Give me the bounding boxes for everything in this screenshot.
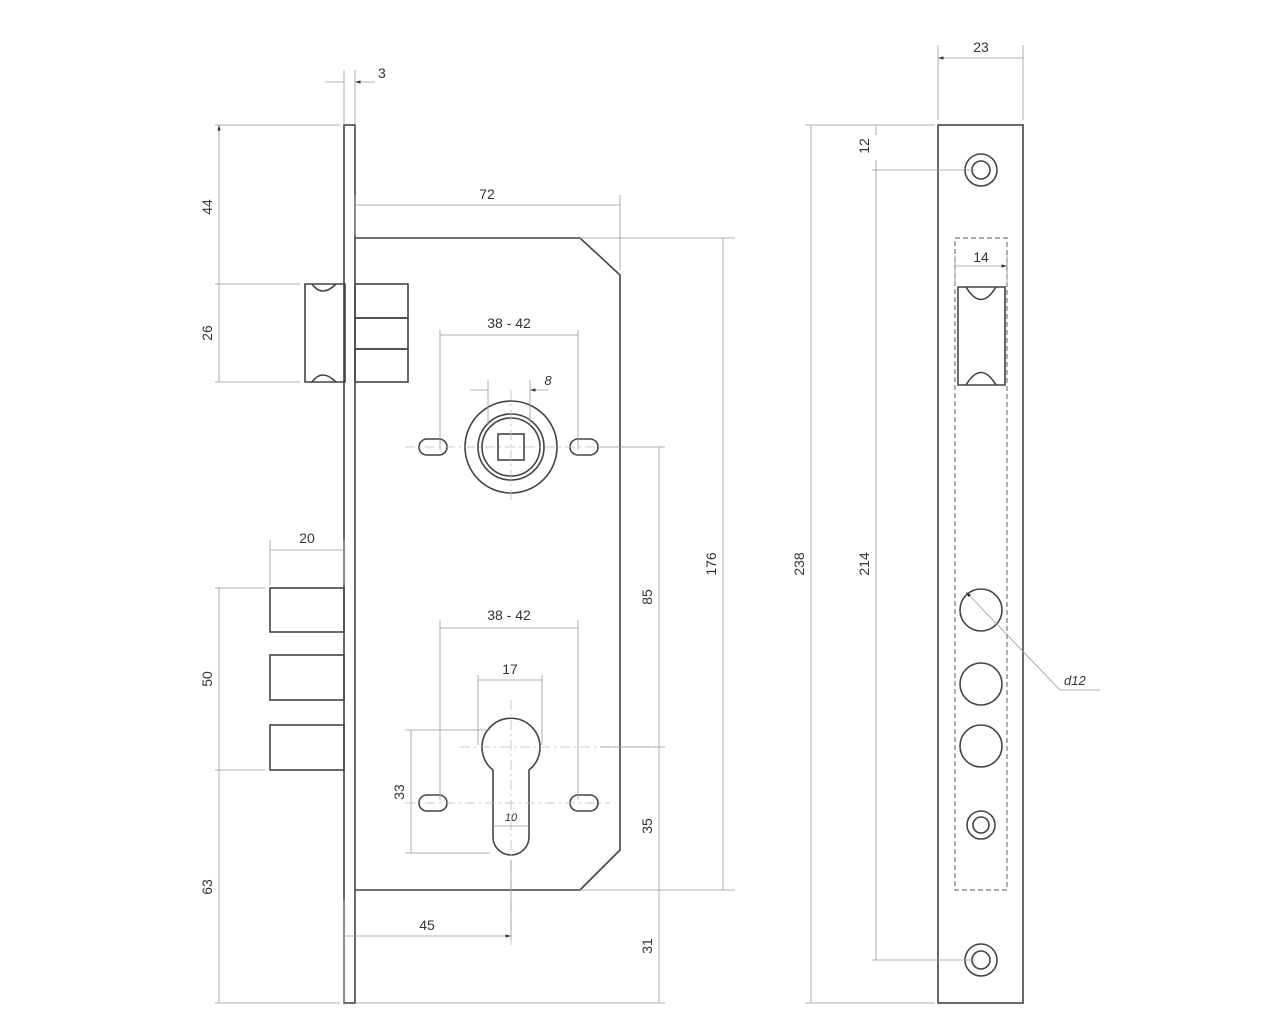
- latch-window: [957, 286, 1006, 386]
- dim-screw-spacing: 214: [856, 552, 872, 576]
- body-outline-hidden: [954, 237, 1008, 891]
- front-dimensions: 3 44 26 72 38 - 42 8 176 85 20 50 38 - 4…: [199, 65, 735, 1005]
- dim-body-depth: 72: [479, 186, 495, 202]
- dim-cylinder-height: 33: [391, 784, 407, 800]
- dim-cylinder-holes-spacing: 38 - 42: [487, 607, 531, 623]
- faceplate-side: [343, 124, 356, 1004]
- dim-deadbolt-throw: 20: [299, 530, 315, 546]
- deadbolts: [269, 587, 345, 771]
- deadbolt-hole-2: [959, 662, 1003, 706]
- front-view: [269, 124, 660, 1004]
- dim-cylinder-width: 17: [502, 661, 518, 677]
- faceplate-dimensions: 23 12 14 238 214 d12: [791, 39, 1100, 1004]
- deadbolt-hole-1: [959, 588, 1003, 632]
- dim-body-height: 176: [703, 552, 719, 576]
- dim-latch-window: 14: [973, 249, 989, 265]
- dim-spindle-square: 8: [544, 373, 552, 388]
- dim-handle-to-cylinder: 85: [639, 589, 655, 605]
- dim-deadbolt-height: 50: [199, 671, 215, 687]
- dim-handle-holes-spacing: 38 - 42: [487, 315, 531, 331]
- latch-bolt: [304, 283, 409, 383]
- dim-backset: 45: [419, 917, 435, 933]
- dim-bottom-margin: 63: [199, 879, 215, 895]
- dim-screw-offset: 12: [856, 138, 872, 154]
- dim-faceplate-length: 238: [791, 552, 807, 576]
- dim-top-to-latch: 44: [199, 199, 215, 215]
- dim-cylinder-to-bottom: 35: [639, 818, 655, 834]
- dim-faceplate-thickness: 3: [378, 65, 386, 81]
- dim-cylinder-slot: 10: [505, 812, 518, 824]
- lock-body: [355, 237, 621, 891]
- deadbolt-hole-3: [959, 724, 1003, 768]
- dim-latch-height: 26: [199, 325, 215, 341]
- dim-bolt-hole-diameter: d12: [1064, 673, 1086, 688]
- screw-hole-middle: [966, 810, 996, 840]
- dim-body-to-plate-end: 31: [639, 938, 655, 954]
- dim-faceplate-width: 23: [973, 39, 989, 55]
